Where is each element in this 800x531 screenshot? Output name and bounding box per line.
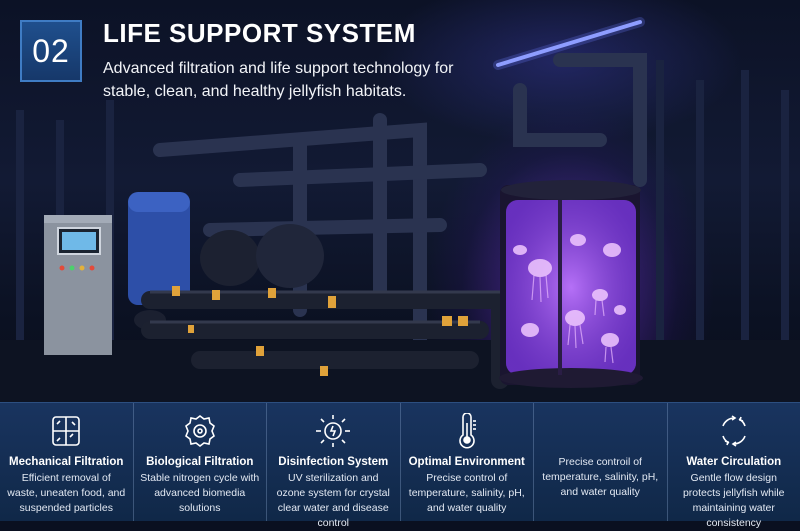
thermometer-icon [401, 413, 534, 449]
feature-description: Stable nitrogen cycle with advanced biom… [140, 471, 260, 516]
uv-lamp-icon [267, 413, 400, 449]
feature-description: Gentle flow design protects jellyfish wh… [674, 471, 794, 531]
feature-title: Mechanical Filtration [0, 456, 133, 468]
feature-title: Biological Filtration [134, 456, 267, 468]
bio-gear-icon [134, 413, 267, 449]
page-title: LIFE SUPPORT SYSTEM [103, 18, 416, 49]
feature-precise-control: Precise controil of temperature, salinit… [534, 403, 668, 521]
page-subtitle: Advanced filtration and life support tec… [103, 57, 493, 103]
filter-grid-icon [0, 413, 133, 449]
feature-title: Water Circulation [668, 456, 800, 468]
feature-title: Optimal Environment [401, 456, 534, 468]
feature-mechanical-filtration: Mechanical Filtration Efficient removal … [0, 403, 134, 521]
feature-description: Precise control of temperature, salinity… [407, 471, 527, 516]
feature-disinfection-system: Disinfection System UV sterilization and… [267, 403, 401, 521]
feature-description: UV sterilization and ozone system for cr… [273, 471, 393, 531]
feature-description: Precise controil of temperature, salinit… [540, 455, 660, 500]
circulation-arrows-icon [668, 413, 800, 449]
feature-description: Efficient removal of waste, uneaten food… [6, 471, 126, 516]
section-number-badge: 02 [20, 20, 82, 82]
feature-title: Disinfection System [267, 456, 400, 468]
feature-strip: Mechanical Filtration Efficient removal … [0, 402, 800, 521]
feature-optimal-environment: Optimal Environment Precise control of t… [401, 403, 535, 521]
feature-water-circulation: Water Circulation Gentle flow design pro… [668, 403, 800, 521]
hero-photo: 02 LIFE SUPPORT SYSTEM Advanced filtrati… [0, 0, 800, 402]
feature-biological-filtration: Biological Filtration Stable nitrogen cy… [134, 403, 268, 521]
